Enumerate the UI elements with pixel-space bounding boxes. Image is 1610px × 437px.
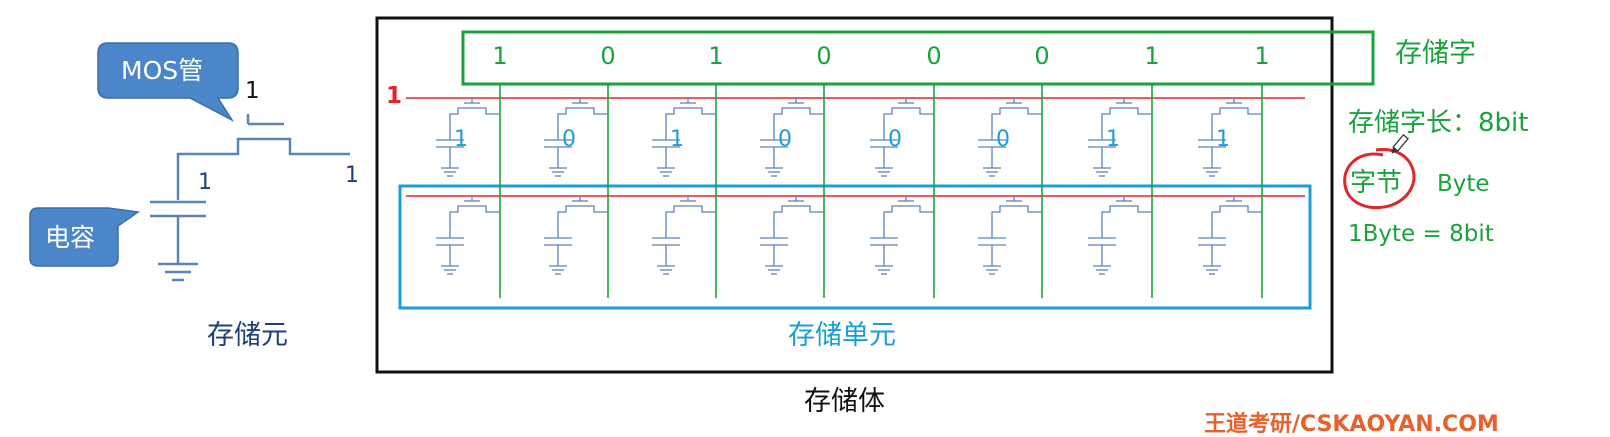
storage-cell bbox=[652, 98, 716, 177]
pen-cursor-icon bbox=[1391, 133, 1409, 154]
storage-word-box bbox=[461, 30, 1375, 86]
word-bit: 1 bbox=[708, 42, 723, 70]
stored-bit: 0 bbox=[562, 127, 576, 152]
storage-word-label: 存储字 bbox=[1395, 38, 1476, 69]
word-bit: 1 bbox=[492, 42, 507, 70]
storage-cell bbox=[870, 196, 934, 275]
stored-bit: 1 bbox=[454, 127, 468, 152]
drain-value: 1 bbox=[345, 163, 359, 188]
stored-bit: 0 bbox=[888, 127, 902, 152]
word-bit: 1 bbox=[1144, 42, 1159, 70]
storage-element-caption: 存储元 bbox=[207, 320, 288, 351]
word-bit: 0 bbox=[1034, 42, 1049, 70]
storage-body-frame bbox=[375, 16, 1334, 374]
mos-callout-label: MOS管 bbox=[121, 56, 204, 85]
storage-cell bbox=[978, 196, 1042, 275]
storage-cell bbox=[978, 98, 1042, 177]
storage-element-circuit bbox=[29, 42, 350, 282]
bit-lines bbox=[499, 84, 1263, 298]
stored-bit: 1 bbox=[1106, 127, 1120, 152]
storage-cell bbox=[544, 196, 608, 275]
storage-cell bbox=[1088, 98, 1152, 177]
storage-cells bbox=[436, 98, 1262, 275]
byte-equation: 1Byte = 8bit bbox=[1348, 221, 1494, 247]
storage-cell bbox=[1088, 196, 1152, 275]
storage-unit-label: 存储单元 bbox=[788, 320, 896, 351]
word-length-label: 存储字长：8bit bbox=[1348, 108, 1529, 138]
storage-unit-box bbox=[398, 184, 1312, 310]
storage-cell bbox=[544, 98, 608, 177]
word-bit: 0 bbox=[816, 42, 831, 70]
word-bit: 1 bbox=[1254, 42, 1269, 70]
stored-bits: 1 0 1 0 0 0 1 1 bbox=[454, 127, 1230, 152]
watermark: 王道考研/CSKAOYAN.COM bbox=[1204, 412, 1499, 437]
capacitor-value: 1 bbox=[198, 170, 212, 195]
byte-en-label: Byte bbox=[1437, 171, 1490, 197]
storage-cell bbox=[760, 98, 824, 177]
element-wires bbox=[150, 114, 350, 282]
storage-cell bbox=[652, 196, 716, 275]
mos-callout-bubble bbox=[97, 42, 239, 122]
word-select-value: 1 bbox=[386, 83, 403, 109]
gate-value: 1 bbox=[245, 78, 260, 104]
highlight-circle bbox=[1343, 148, 1416, 210]
storage-body-caption: 存储体 bbox=[804, 386, 885, 417]
stored-bit: 1 bbox=[670, 127, 684, 152]
word-bit: 0 bbox=[926, 42, 941, 70]
stored-bit: 1 bbox=[1216, 127, 1230, 152]
storage-cell bbox=[760, 196, 824, 275]
storage-cell bbox=[1198, 98, 1262, 177]
capacitor-callout-bubble bbox=[29, 207, 141, 267]
storage-cell bbox=[436, 196, 500, 275]
storage-cell bbox=[436, 98, 500, 177]
stored-bit: 0 bbox=[778, 127, 792, 152]
word-bit: 0 bbox=[600, 42, 615, 70]
storage-cell bbox=[870, 98, 934, 177]
capacitor-callout-label: 电容 bbox=[45, 223, 96, 252]
storage-cell bbox=[1198, 196, 1262, 275]
byte-cn-label: 字节 bbox=[1350, 168, 1403, 198]
storage-word-bits: 1 0 1 0 0 0 1 1 bbox=[492, 42, 1269, 70]
stored-bit: 0 bbox=[996, 127, 1010, 152]
